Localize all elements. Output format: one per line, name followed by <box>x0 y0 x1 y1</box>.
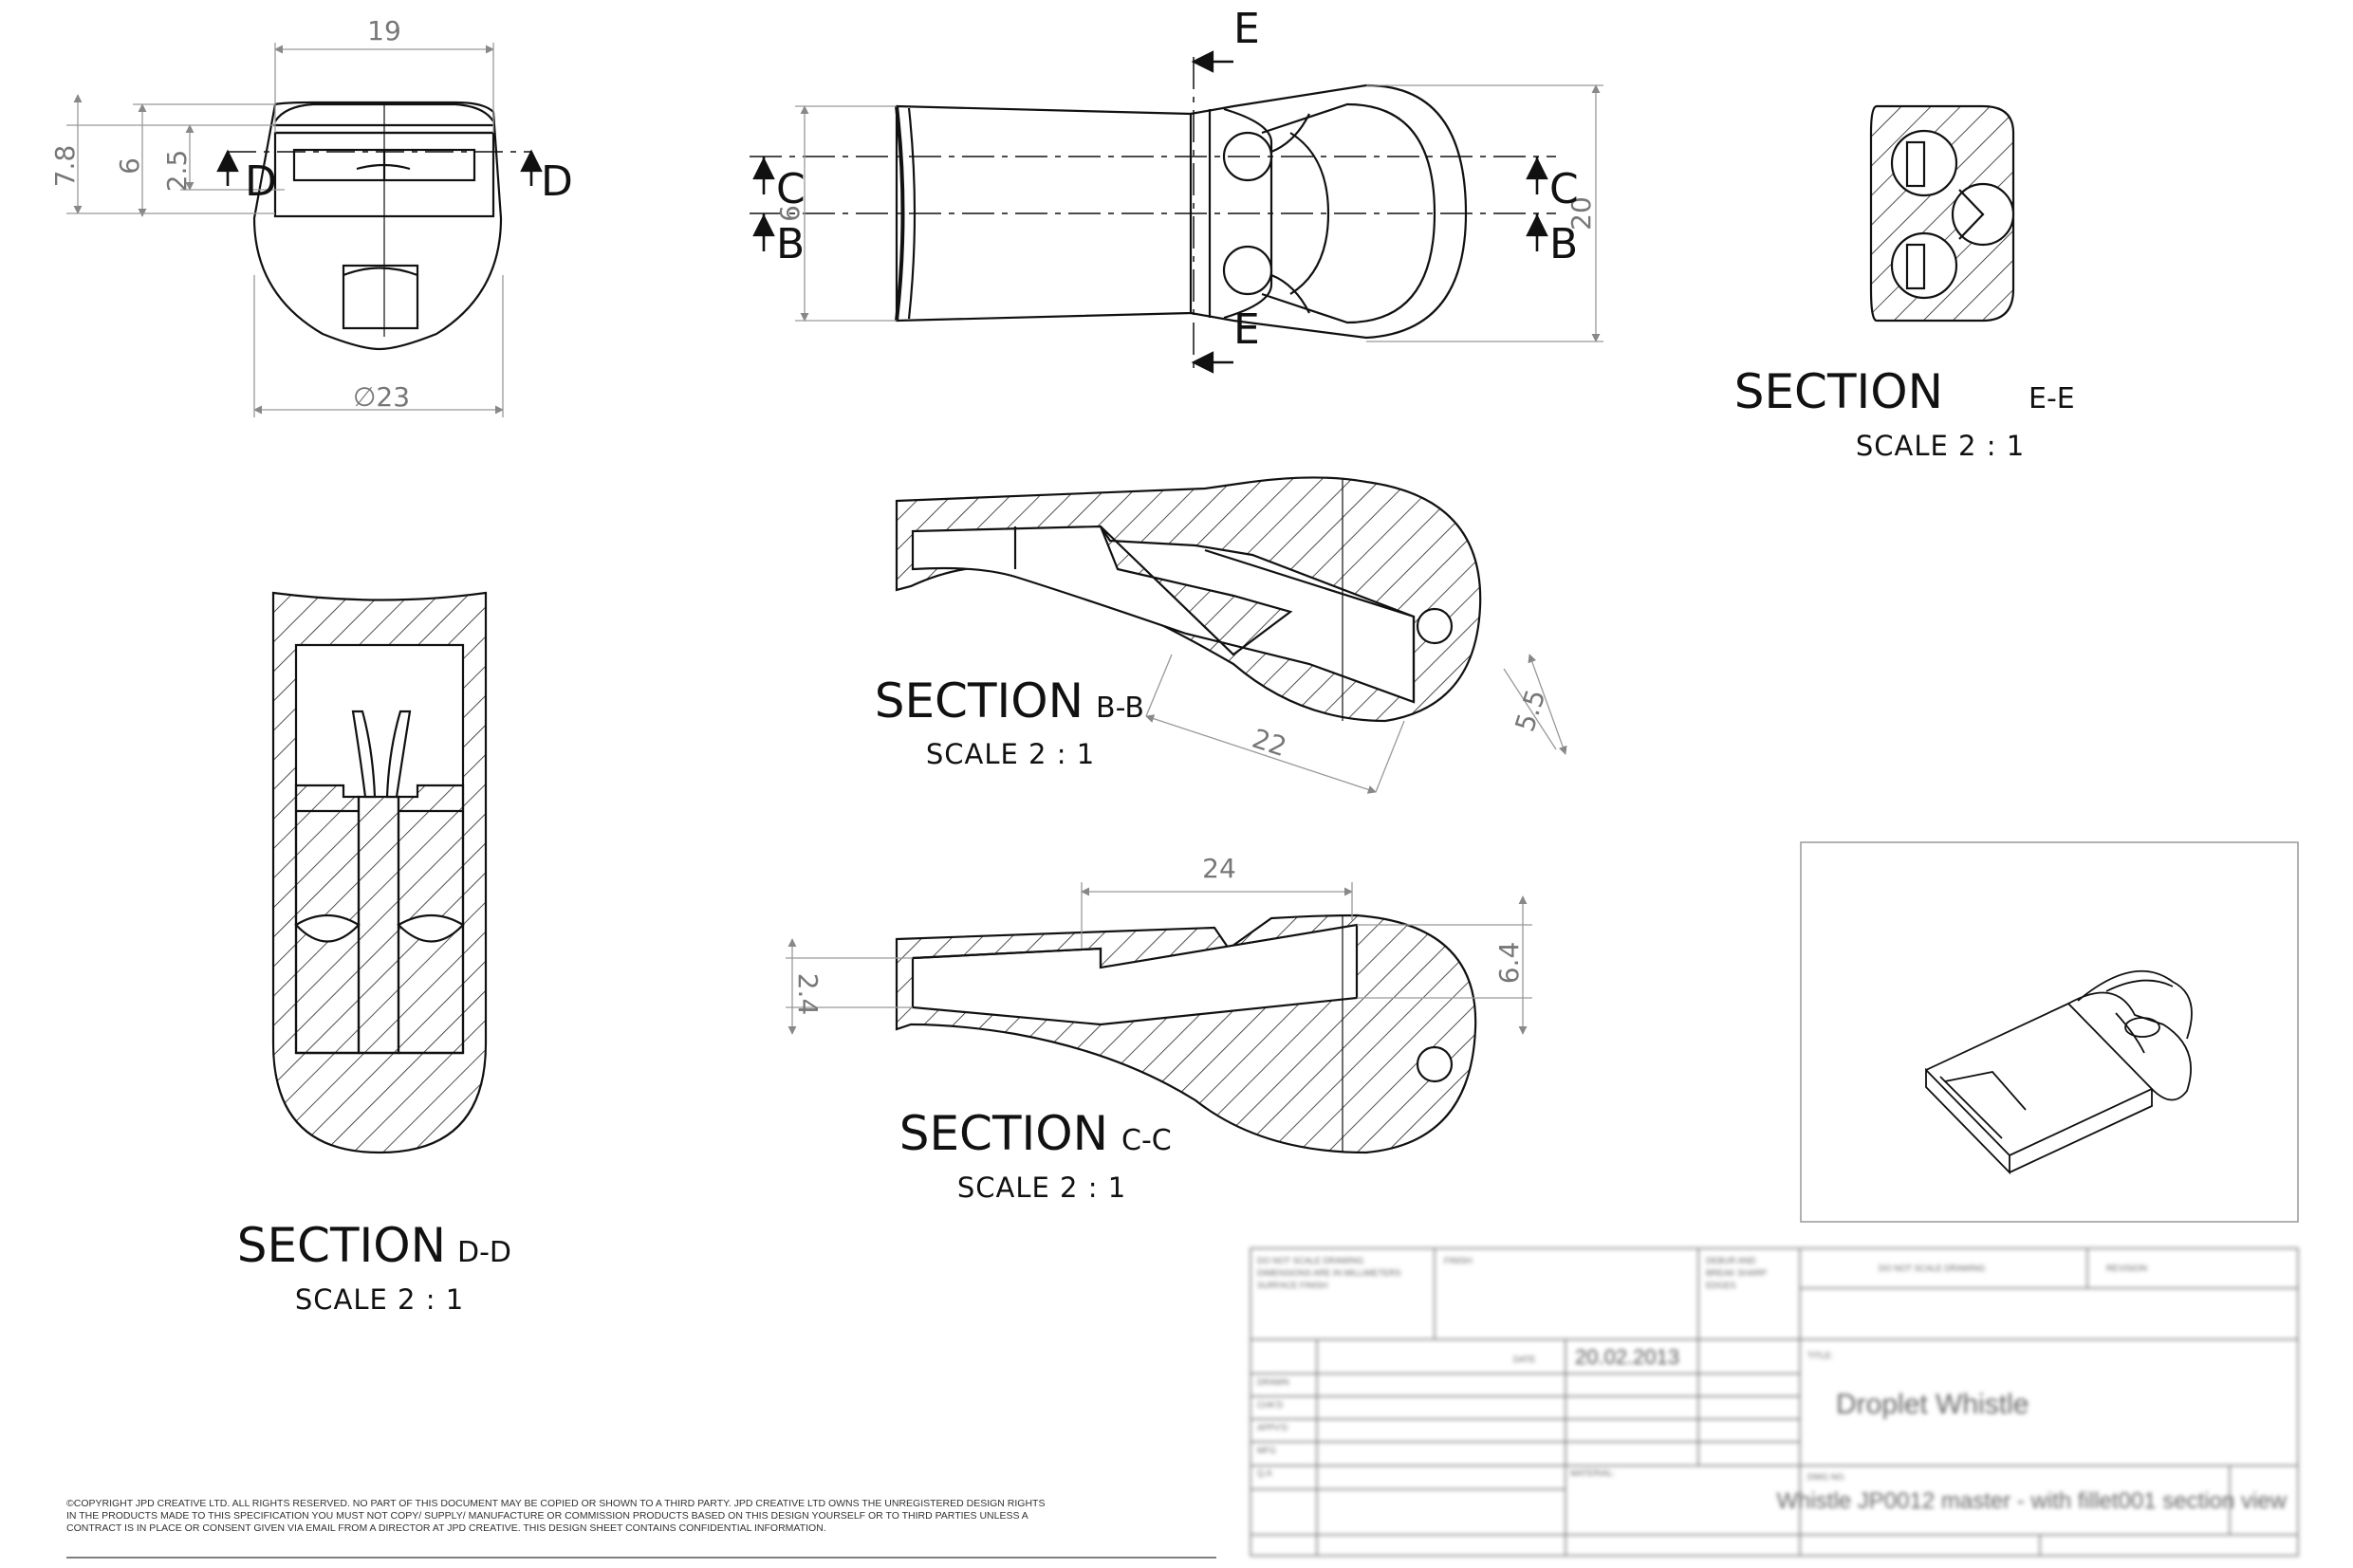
svg-text:CHK'D: CHK'D <box>1257 1400 1284 1410</box>
copyright-line-3: CONTRACT IS IN PLACE OR CONSENT GIVEN VI… <box>66 1522 826 1534</box>
svg-text:APPV'D: APPV'D <box>1257 1423 1288 1432</box>
svg-text:DIMENSIONS ARE IN MILLIMETERS: DIMENSIONS ARE IN MILLIMETERS <box>1257 1268 1401 1278</box>
isometric-view-frame <box>1800 841 2299 1223</box>
title-block-drawing-name: Whistle JP0012 master - with fillet001 s… <box>1776 1488 2287 1514</box>
dim-6-top: 6 <box>774 205 806 222</box>
svg-text:DRAWN: DRAWN <box>1257 1377 1289 1387</box>
marker-c-right: C <box>1549 165 1579 213</box>
marker-b-left: B <box>776 220 805 268</box>
svg-text:REVISION: REVISION <box>2106 1264 2147 1273</box>
title-block: DO NOT SCALE DRAWING DIMENSIONS ARE IN M… <box>1250 1247 2299 1557</box>
svg-text:Q.A: Q.A <box>1257 1468 1272 1478</box>
copyright-line-2: IN THE PRODUCTS MADE TO THIS SPECIFICATI… <box>66 1510 1028 1522</box>
section-dd-title: SECTION <box>237 1218 446 1273</box>
marker-d-right: D <box>541 157 573 206</box>
title-block-date: 20.02.2013 <box>1575 1345 1679 1369</box>
dim-7-8: 7.8 <box>49 145 81 188</box>
svg-text:EDGES: EDGES <box>1706 1281 1736 1290</box>
svg-text:DWG NO.: DWG NO. <box>1807 1472 1846 1482</box>
svg-text:SURFACE FINISH: SURFACE FINISH <box>1257 1281 1328 1290</box>
dim-6: 6 <box>114 157 145 175</box>
svg-text:MFG: MFG <box>1257 1446 1276 1455</box>
section-bb-scale: SCALE 2 : 1 <box>926 738 1095 770</box>
marker-e-top: E <box>1233 5 1260 53</box>
section-cc-scale: SCALE 2 : 1 <box>957 1171 1126 1204</box>
top-view-dimensions <box>795 84 1603 342</box>
front-view-dimensions <box>66 43 504 417</box>
dim-2-5: 2.5 <box>161 150 193 193</box>
dim-diameter-23: ∅23 <box>353 381 410 413</box>
svg-text:TITLE:: TITLE: <box>1807 1351 1833 1360</box>
dim-5-5: 5.5 <box>1509 686 1551 736</box>
marker-e-bottom: E <box>1233 305 1260 354</box>
svg-text:DATE: DATE <box>1513 1355 1535 1364</box>
svg-text:FINISH: FINISH <box>1444 1256 1473 1265</box>
isometric-view <box>1925 969 2193 1175</box>
marker-d-left: D <box>245 157 277 206</box>
section-cc-title: SECTION <box>899 1106 1108 1161</box>
dim-2-4: 2.4 <box>792 973 824 1016</box>
section-ee-drawing <box>1869 104 2015 323</box>
front-view <box>216 101 543 351</box>
section-bb-suffix: B-B <box>1096 692 1144 725</box>
dim-24: 24 <box>1202 853 1236 884</box>
svg-text:DEBUR AND: DEBUR AND <box>1706 1256 1756 1265</box>
section-cc-dimensions <box>786 882 1532 1035</box>
section-bb-title: SECTION <box>875 673 1084 729</box>
dim-20: 20 <box>1566 196 1597 231</box>
section-ee-scale: SCALE 2 : 1 <box>1856 430 2025 462</box>
marker-c-left: C <box>776 165 806 213</box>
title-block-title: Droplet Whistle <box>1836 1389 2029 1420</box>
section-dd-scale: SCALE 2 : 1 <box>295 1283 464 1316</box>
svg-text:DO NOT SCALE DRAWING: DO NOT SCALE DRAWING <box>1879 1264 1986 1273</box>
marker-b-right: B <box>1549 220 1578 268</box>
section-ee-suffix: E-E <box>2029 382 2075 415</box>
section-cc-drawing <box>895 913 1477 1154</box>
section-ee-title: SECTION <box>1734 364 1943 419</box>
section-dd-suffix: D-D <box>457 1236 511 1269</box>
svg-text:MATERIAL:: MATERIAL: <box>1570 1468 1615 1478</box>
section-dd-drawing <box>271 591 488 1154</box>
copyright-line-1: ©COPYRIGHT JPD CREATIVE LTD. ALL RIGHTS … <box>66 1498 1045 1509</box>
dim-6-4: 6.4 <box>1493 942 1525 985</box>
svg-text:DO NOT SCALE DRAWING: DO NOT SCALE DRAWING <box>1257 1256 1364 1265</box>
svg-text:BREAK SHARP: BREAK SHARP <box>1706 1268 1767 1278</box>
section-bb-dimensions <box>1145 654 1567 794</box>
section-bb-drawing <box>895 476 1482 723</box>
dim-19: 19 <box>367 15 401 46</box>
top-view <box>750 50 1556 374</box>
dim-22: 22 <box>1249 723 1290 763</box>
section-cc-suffix: C-C <box>1121 1124 1172 1157</box>
